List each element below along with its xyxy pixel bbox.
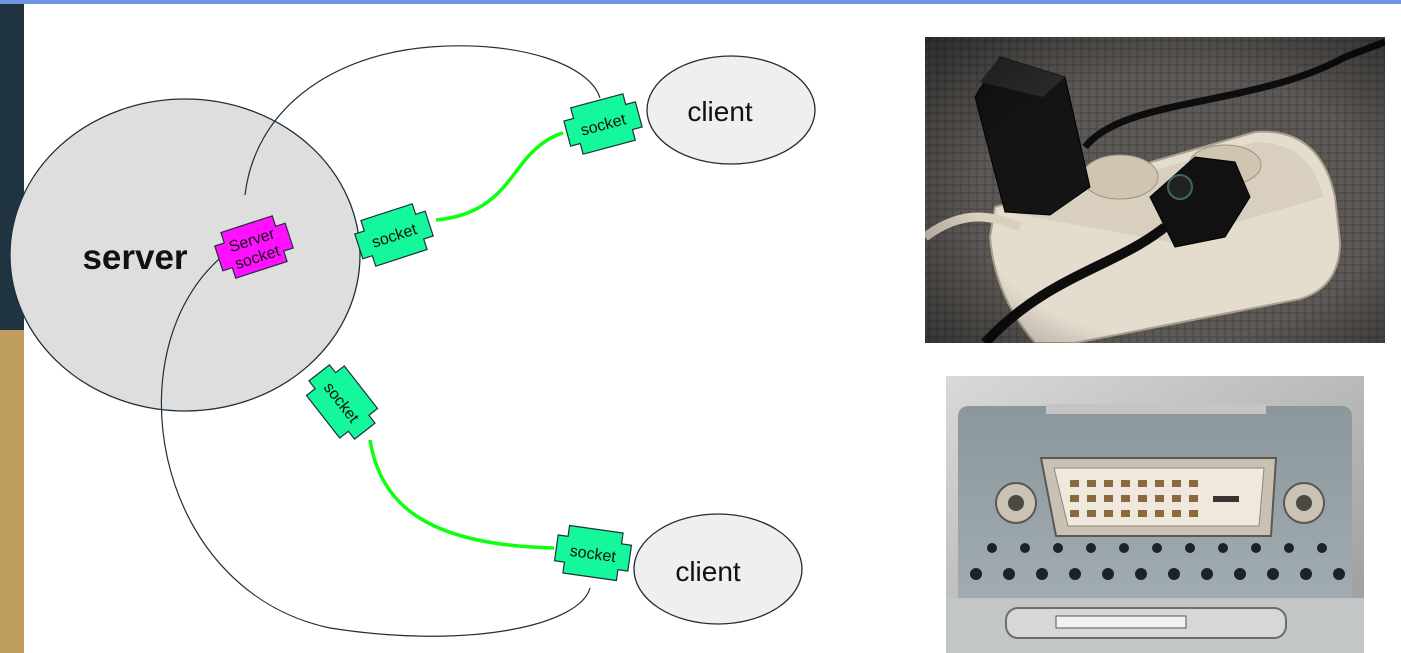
- server-label: server: [82, 238, 187, 277]
- socket-client-top: socket: [560, 90, 646, 158]
- client-label-bottom: client: [675, 556, 741, 587]
- connection-arc-bottom: [160, 249, 591, 637]
- dvi-port-photo: [946, 376, 1364, 653]
- server-node: [9, 98, 361, 412]
- client-node-top: [646, 55, 816, 165]
- power-strip-photo: [925, 37, 1385, 343]
- connection-arc-top: [244, 45, 601, 196]
- socket-client-bottom: socket: [552, 523, 634, 583]
- side-decoration-gold: [0, 330, 24, 653]
- socket-server-top: socket: [350, 200, 438, 270]
- top-accent-bar: [0, 0, 1401, 4]
- server-socket-diagram: Server socket socket socket socket socke…: [9, 45, 816, 637]
- connection-cable-bottom: [368, 439, 555, 550]
- socket-label: socket: [569, 543, 618, 566]
- connection-cable-top: [435, 131, 564, 222]
- client-node-bottom: [633, 513, 803, 625]
- client-label-top: client: [687, 96, 753, 127]
- socket-server-bottom: socket: [299, 357, 385, 447]
